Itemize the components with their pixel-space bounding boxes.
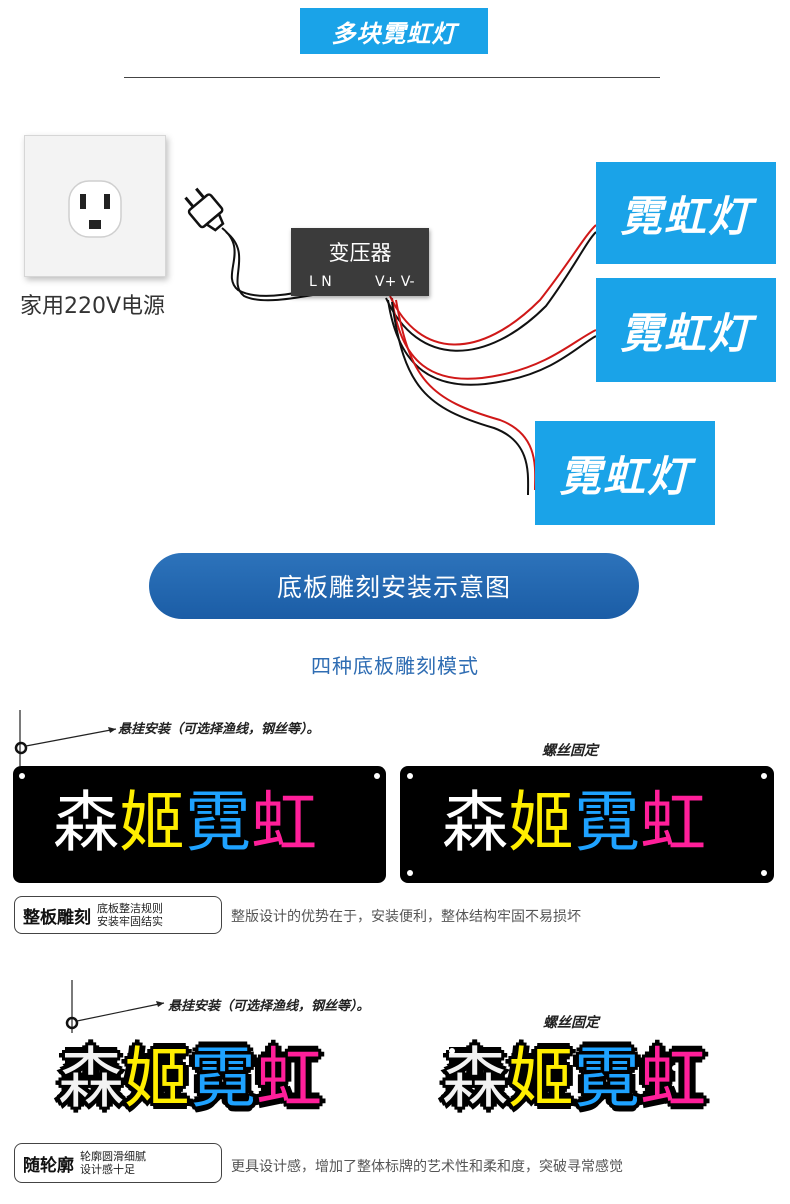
- sign-char: 虹: [256, 1040, 322, 1117]
- hang-ring-icon: [14, 741, 28, 755]
- badge-desc-line: 底板整洁规则: [97, 902, 163, 915]
- sign-char: 姬: [119, 784, 185, 861]
- mode2-badge: 随轮廓 轮廓圆滑细腻 设计感十足: [14, 1143, 222, 1183]
- sign-char: 森: [58, 1040, 124, 1117]
- transformer-title: 变压器: [328, 241, 392, 265]
- sign-char: 霓: [574, 1040, 640, 1117]
- sign-char: 姬: [508, 1040, 574, 1117]
- mode2-badge-desc: 轮廓圆滑细腻 设计感十足: [80, 1150, 146, 1176]
- board-hole: [672, 1065, 678, 1071]
- sign-char: 霓: [185, 784, 251, 861]
- board-hole: [572, 1108, 578, 1114]
- mode1-hang-note: 悬挂安装（可选择渔线，钢丝等）。: [118, 722, 320, 737]
- board-sign-text: 森 姬 霓 虹: [442, 790, 706, 856]
- sign-char: 虹: [640, 784, 706, 861]
- wall-outlet: [24, 135, 166, 277]
- mode1-badge: 整板雕刻 底板整洁规则 安装牢固结实: [14, 896, 222, 934]
- sign-char: 姬: [508, 784, 574, 861]
- mode2-hang-annotation: [65, 980, 165, 1033]
- sign-char: 虹: [251, 784, 317, 861]
- badge-desc-line: 设计感十足: [80, 1163, 135, 1176]
- sign-char: 霓: [574, 784, 640, 861]
- board-hole: [761, 870, 767, 876]
- mode2-screw-note: 螺丝固定: [543, 1015, 599, 1031]
- sign-char: 霓: [190, 1040, 256, 1117]
- contour-sign-hanging: 森 姬 霓 虹: [58, 1046, 322, 1112]
- plug-icon: [184, 187, 225, 232]
- sign-char: 虹: [640, 1040, 706, 1117]
- power-label: 家用220V电源: [20, 294, 166, 319]
- board-hole: [407, 870, 413, 876]
- transformer-box: 变压器 L N V+ V-: [291, 228, 429, 296]
- board-sign-text: 森 姬 霓 虹: [53, 790, 317, 856]
- header-title: 多块霓虹灯: [300, 8, 488, 54]
- neon-sign-1: 霓虹灯: [596, 162, 776, 264]
- board-hole: [19, 773, 25, 779]
- sign-char: 森: [442, 784, 508, 861]
- neon-sign-2: 霓虹灯: [596, 278, 776, 382]
- mode1-hang-annotation: [14, 710, 117, 766]
- board-hole: [407, 773, 413, 779]
- sign-char: 姬: [124, 1040, 190, 1117]
- section-subtitle: 四种底板雕刻模式: [311, 654, 479, 678]
- badge-desc-line: 轮廓圆滑细腻: [80, 1150, 146, 1163]
- header-divider: [124, 77, 660, 78]
- board-hole: [374, 773, 380, 779]
- badge-desc-line: 安装牢固结实: [97, 915, 163, 928]
- outlet-icon: [68, 180, 122, 238]
- mode2-note: 更具设计感，增加了整体标牌的艺术性和柔和度，突破寻常感觉: [231, 1159, 623, 1175]
- sign-char: 森: [53, 784, 119, 861]
- mode1-note: 整版设计的优势在于，安装便利，整体结构牢固不易损坏: [231, 909, 581, 925]
- board-hole: [761, 773, 767, 779]
- mode1-badge-desc: 底板整洁规则 安装牢固结实: [97, 902, 163, 928]
- sign-char: 森: [442, 1040, 508, 1117]
- full-board-sign-screwed: 森 姬 霓 虹: [400, 766, 774, 883]
- transformer-output-terminals: V+ V-: [375, 274, 415, 290]
- contour-sign-screwed: 森 姬 霓 虹: [442, 1046, 706, 1112]
- transformer-input-terminals: L N: [309, 274, 332, 290]
- neon-sign-3: 霓虹灯: [535, 421, 715, 525]
- mode2-badge-title: 随轮廓: [23, 1155, 74, 1176]
- mode1-screw-note: 螺丝固定: [542, 743, 598, 759]
- board-hole: [449, 1048, 455, 1054]
- hang-ring-icon: [65, 1016, 79, 1030]
- section-title: 底板雕刻安装示意图: [149, 553, 639, 619]
- mode1-badge-title: 整板雕刻: [23, 907, 91, 928]
- full-board-sign-hanging: 森 姬 霓 虹: [13, 766, 386, 883]
- mode2-hang-note: 悬挂安装（可选择渔线，钢丝等）。: [168, 999, 370, 1014]
